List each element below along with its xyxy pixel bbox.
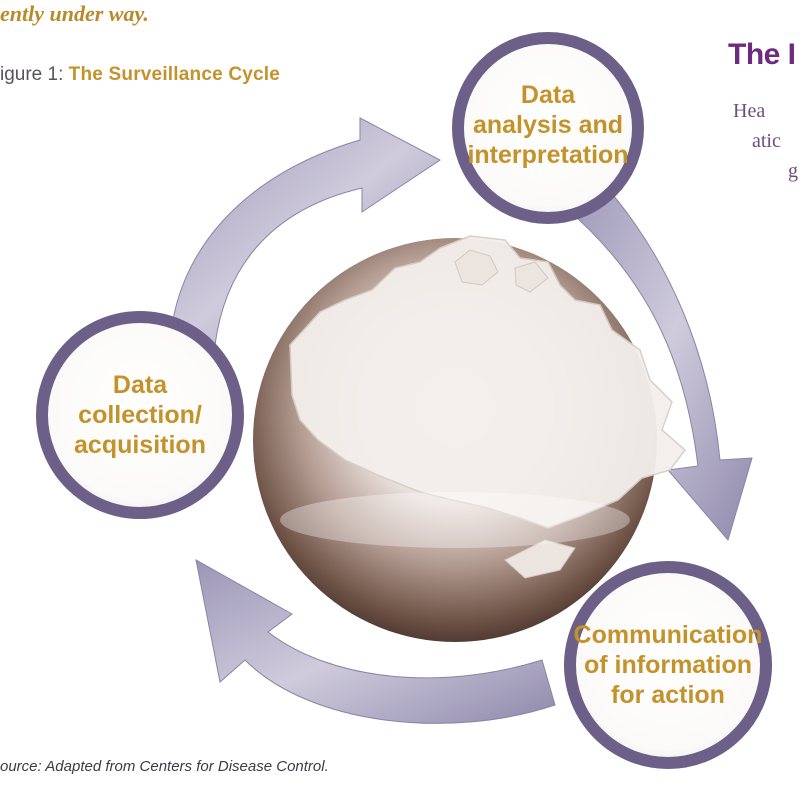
node-analysis [452,32,644,224]
node-communication [564,561,772,769]
node-label-communication: Communication of information for action [573,621,763,709]
figure-caption-prefix: igure 1: [0,64,69,85]
side-heading: The I [728,38,796,71]
arrow-collection-to-analysis [169,117,441,346]
node-label-analysis: Data analysis and interpretation [467,81,629,169]
arrow-communication-to-collection [195,559,556,724]
source-note: ource: Adapted from Centers for Disease … [0,758,329,775]
side-body-line-1: Hea [733,100,766,122]
figure-caption: igure 1: The Surveillance Cycle [0,64,280,86]
intro-text-fragment: ently under way. [0,1,149,26]
canada-map-shape [289,235,687,529]
figure-caption-title: The Surveillance Cycle [68,64,281,85]
arrow-analysis-to-communication [565,179,753,542]
node-label-collection: Data collection/ acquisition [74,371,206,459]
side-body-line-2: atic [752,130,781,152]
node-collection [36,311,244,519]
globe-graphic [253,235,687,642]
cycle-arrows [169,117,753,724]
side-body-line-3: g [788,160,798,182]
